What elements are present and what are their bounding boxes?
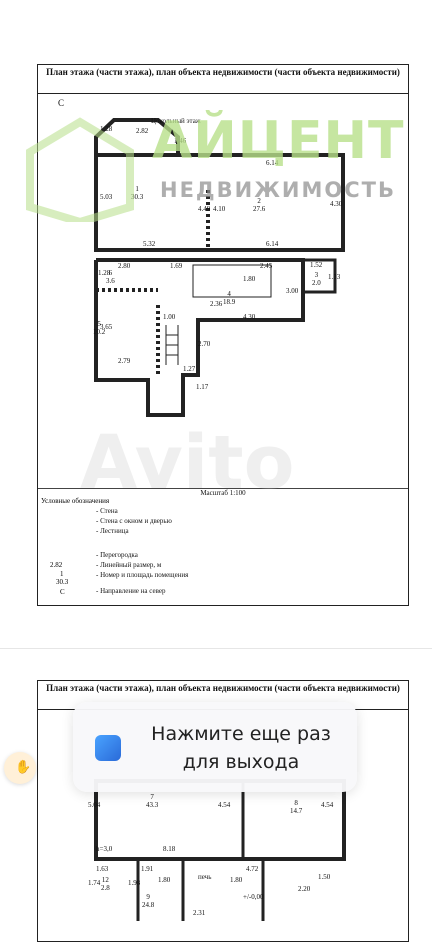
legend-title: Условные обозначения: [41, 497, 110, 505]
dim: 1.17: [196, 383, 209, 391]
floor-label: Цокольный этаж: [151, 117, 201, 125]
dim: 1.00: [163, 313, 176, 321]
dim: 1.69: [170, 262, 183, 270]
dim: 1.28: [98, 269, 111, 277]
dim: h=3,0: [96, 845, 113, 853]
toast-message: Нажмите еще раз для выхода: [151, 723, 331, 773]
dim: 2.20: [298, 885, 311, 893]
dim: 5.04: [88, 801, 101, 809]
legend-item: - Стена с окном и дверью: [96, 517, 172, 525]
dim: 1.46: [174, 137, 187, 145]
legend-item: - Линейный размер, м: [96, 561, 162, 569]
room3-wall: [301, 258, 337, 294]
dim: 1.98: [128, 879, 141, 887]
avito-watermark: Avito: [80, 420, 295, 506]
scale-label: Масштаб 1:100: [200, 489, 246, 497]
dim: 3.65: [100, 323, 113, 331]
dim: 5.03: [100, 193, 113, 201]
brand-logo-icon: [26, 117, 134, 222]
dim: 1.80: [158, 876, 171, 884]
brand-watermark-main: АЙЦЕНТ: [152, 111, 405, 171]
legend-item: - Направление на север: [96, 587, 166, 595]
dim: 4.49: [198, 205, 211, 213]
dim: 1.28: [100, 125, 113, 133]
dim: 4.72: [246, 865, 259, 873]
hand-icon: ✋: [15, 759, 32, 774]
page-gap: [0, 620, 432, 648]
dim: 2.82: [136, 127, 149, 135]
dim: 1.80: [230, 876, 243, 884]
exit-toast: Нажмите еще раз для выхода: [73, 702, 357, 792]
stairs: [165, 325, 179, 365]
dim: 4.10: [213, 205, 226, 213]
dim: 2.80: [118, 262, 131, 270]
dim: 4.54: [218, 801, 231, 809]
dim: 6.14: [266, 159, 279, 167]
legend-sample-north: С: [60, 588, 65, 596]
lower-wall: [94, 258, 305, 417]
dim: 1.91: [141, 865, 154, 873]
dim: 4.30: [330, 200, 343, 208]
legend-divider: [38, 488, 408, 489]
plan-title: План этажа (части этажа), план объекта н…: [38, 65, 408, 94]
floor-plan-drawing: [94, 118, 345, 417]
dim: 2.79: [118, 357, 131, 365]
dim: 2.45: [260, 262, 273, 270]
room4-inner: [192, 264, 272, 298]
north-label: С: [58, 98, 65, 108]
floating-action-button[interactable]: ✋: [4, 752, 36, 784]
dim: 2.31: [193, 909, 206, 917]
app-icon: [95, 735, 121, 761]
legend-item: - Стена: [96, 507, 118, 515]
stove-label: печь: [198, 873, 212, 881]
dim: 1.27: [183, 365, 196, 373]
dim: 1.50: [318, 873, 331, 881]
dim: 4.54: [321, 801, 334, 809]
dim: 1.52: [310, 261, 323, 269]
dim: 6.14: [266, 240, 279, 248]
level-label: +/-0,00: [243, 893, 264, 901]
legend-item: - Лестница: [96, 527, 129, 535]
legend-sample-num: 1: [60, 570, 64, 578]
dim: 2.36: [210, 300, 223, 308]
brand-watermark-sub: НЕДВИЖИМОСТЬ: [160, 178, 396, 202]
dim: 1.33: [328, 273, 341, 281]
legend-item: - Перегородка: [96, 551, 138, 559]
dim: 4.30: [243, 313, 256, 321]
dim: 1.63: [96, 865, 109, 873]
dim: 8.18: [163, 845, 176, 853]
dim: 5.32: [143, 240, 156, 248]
dim: 3.00: [286, 287, 299, 295]
legend-sample-dim: 2.82: [50, 561, 63, 569]
floor-plan-sheet-1: План этажа (части этажа), план объекта н…: [37, 64, 409, 606]
upper-wall: [94, 153, 345, 252]
page-separator: [0, 648, 432, 649]
legend-item: - Номер и площадь помещения: [96, 571, 189, 579]
bay-wall: [94, 118, 180, 155]
dim: 1.74: [88, 879, 101, 887]
legend-sample-area: 30.3: [56, 578, 69, 586]
dim: 1.80: [243, 275, 256, 283]
dim: 2.70: [198, 340, 211, 348]
